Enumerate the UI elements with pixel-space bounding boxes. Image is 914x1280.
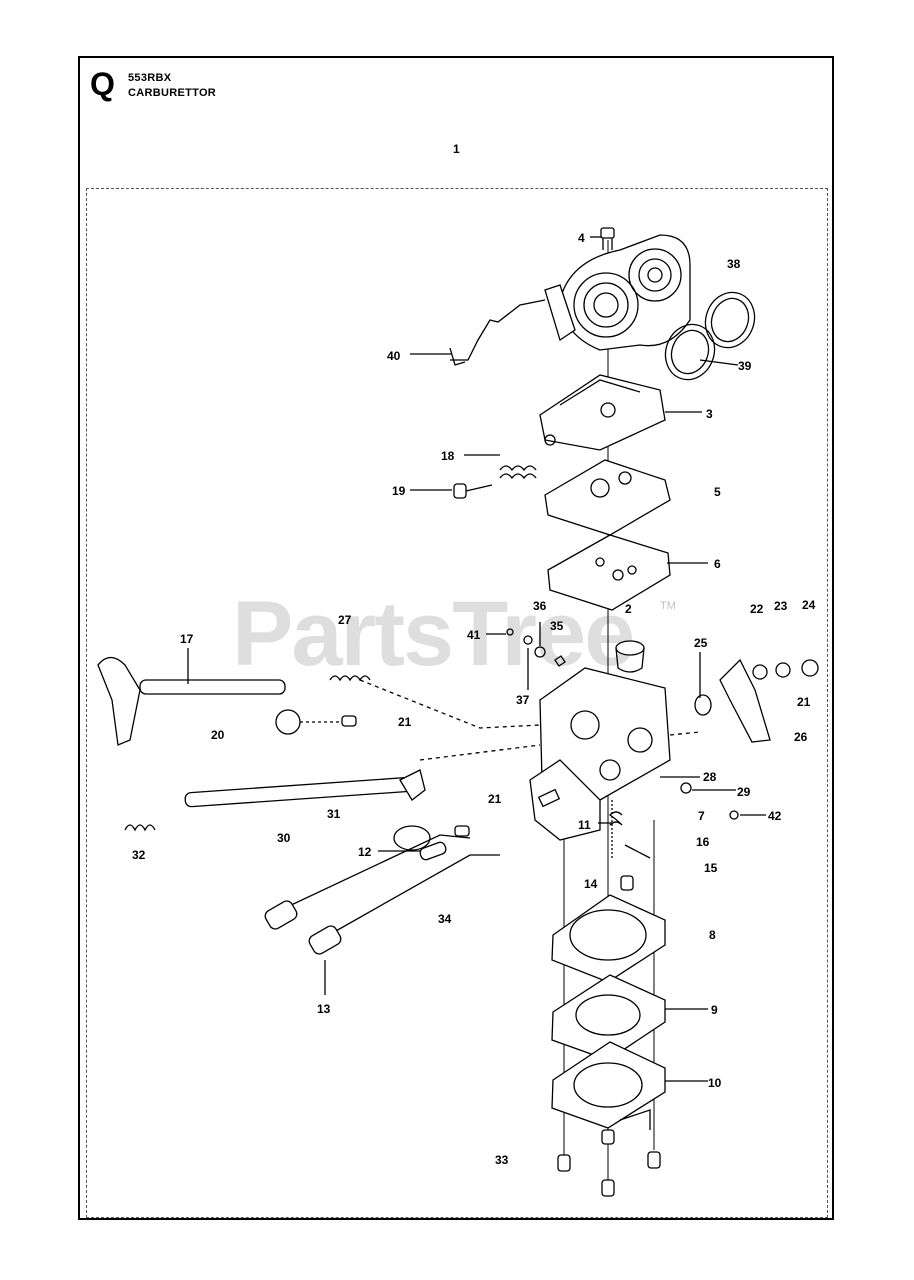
part-label: 25 [694,636,708,650]
part-label: 8 [709,928,716,942]
part-label: 40 [387,349,401,363]
part-label: 41 [467,628,481,642]
part-label: 31 [327,807,341,821]
part-label: 22 [750,602,764,616]
part-label: 26 [794,730,808,744]
part-label: 32 [132,848,146,862]
carburettor-top-cover-drawing [544,234,691,351]
part-label: 4 [578,231,585,245]
part-label: 3 [706,407,713,421]
part-label: 35 [550,619,564,633]
part-label: 13 [317,1002,331,1016]
part-label: 27 [338,613,352,627]
screw-4-drawing [600,227,615,250]
part-label: 21 [398,715,412,729]
part-label: 12 [358,845,372,859]
part-label: 14 [584,877,598,891]
part-label: 21 [488,792,502,806]
part-label: 38 [727,257,741,271]
section-letter: Q [90,66,115,102]
part-label: 29 [737,785,751,799]
assembly-boundary [86,188,828,1218]
part-label: 30 [277,831,291,845]
part-label: 9 [711,1003,718,1017]
part-label: 28 [703,770,717,784]
part-label: 2 [625,602,632,616]
part-label: 10 [708,1076,722,1090]
part-label: 19 [392,484,406,498]
part-label: 37 [516,693,530,707]
part-label: 20 [211,728,225,742]
part-label: 11 [578,818,591,832]
part-label: 17 [180,632,194,646]
part-label: 5 [714,485,721,499]
watermark-logo: PartsTree [232,583,635,685]
part-label: 6 [714,557,721,571]
part-label: 39 [738,359,752,373]
part-label: 34 [438,912,452,926]
part-label: 36 [533,599,547,613]
assembly-reference: 1 [453,142,460,156]
page-frame [78,56,834,1220]
carburettor-main-body-drawing [529,667,671,841]
trademark-mark: TM [660,600,676,612]
diagram-title: CARBURETTOR [128,87,217,99]
part-label: 24 [802,598,816,612]
part-label: 42 [768,809,782,823]
part-label: 7 [698,809,705,823]
part-label: 18 [441,449,455,463]
part-label: 16 [696,835,710,849]
part-label: 21 [797,695,811,709]
part-label: 15 [704,861,718,875]
part-label: 33 [495,1153,509,1167]
part-label: 23 [774,599,788,613]
model-number: 553RBX [128,72,172,84]
